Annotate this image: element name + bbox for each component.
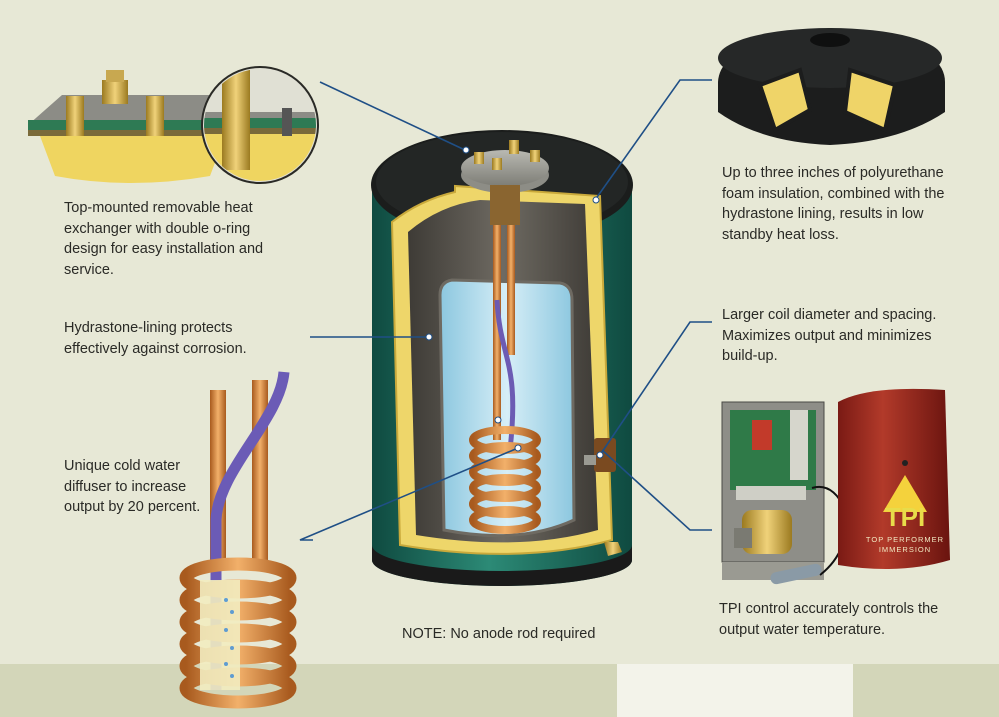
- caption-heat-exchanger: Top-mounted removable heat exchanger wit…: [64, 200, 264, 278]
- caption-control: TPI control accurately controls the outp…: [719, 601, 939, 638]
- tpi-brand-line2: IMMERSION: [879, 545, 931, 554]
- caption-diffuser: Unique cold water diffuser to increase o…: [64, 458, 201, 515]
- callout-dot: [514, 444, 522, 452]
- callout-dot: [462, 146, 470, 154]
- heat-exchanger-cutaway: [28, 66, 319, 184]
- callout-dot: [494, 416, 502, 424]
- callout-dot: [592, 196, 600, 204]
- diffuser-detail: [179, 371, 297, 709]
- tpi-brand-line1: TOP PERFORMER: [866, 535, 944, 544]
- leader-lines: [299, 79, 712, 541]
- callout-dot: [596, 451, 604, 459]
- caption-coil: Larger coil diameter and spacing. Maximi…: [722, 307, 937, 364]
- tpi-logo: TPI: [885, 502, 925, 532]
- callout-dot: [425, 333, 433, 341]
- note-text: NOTE: No anode rod required: [402, 626, 596, 642]
- water-heater-tank: [371, 130, 633, 586]
- caption-hydrastone: Hydrastone-lining protects effectively a…: [64, 320, 247, 357]
- caption-insulation: Up to three inches of polyurethane foam …: [722, 165, 945, 243]
- tpi-control-unit: [721, 388, 950, 585]
- blank-panel: [617, 664, 853, 717]
- insulation-cap: [718, 28, 945, 145]
